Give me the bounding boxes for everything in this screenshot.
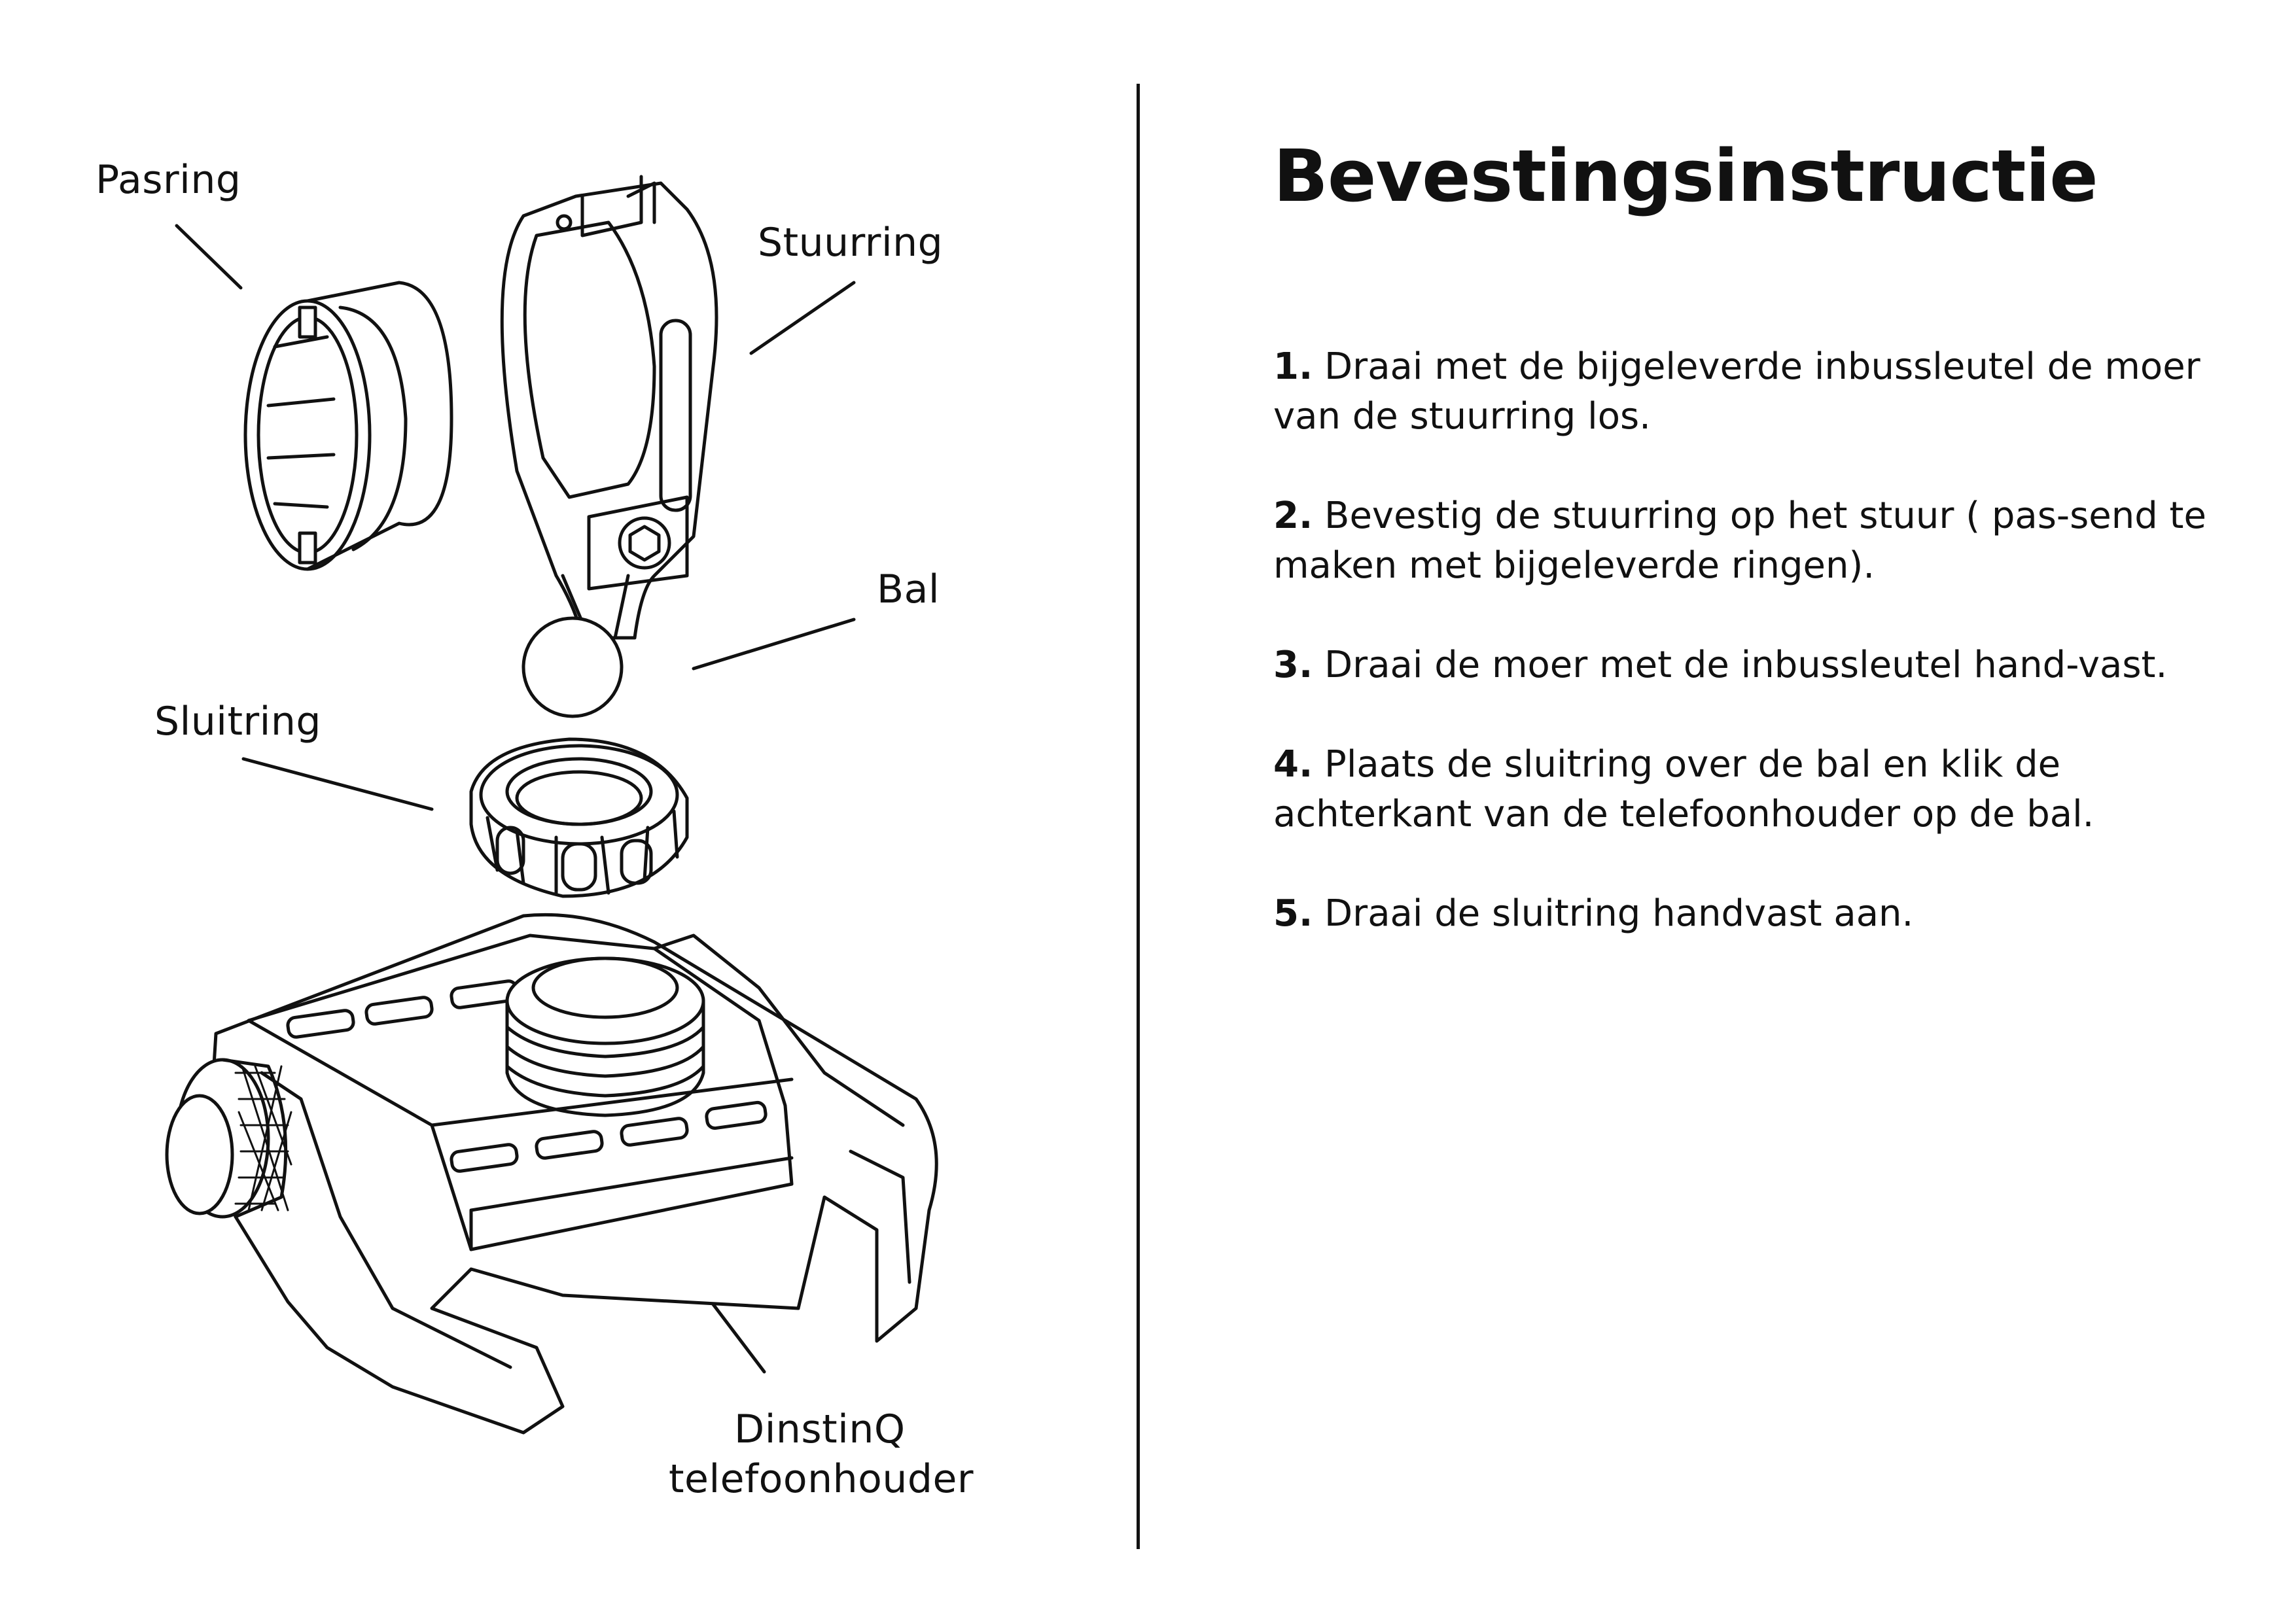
bal-part [521,616,624,718]
vertical-divider [1137,84,1140,1549]
page-title: Bevestingsinstructie [1273,134,2098,218]
exploded-view-drawing [165,175,938,1435]
holder-part [165,913,938,1435]
step-3: 3. Draai de moer met de inbussleutel han… [1273,640,2216,690]
step-4: 4. Plaats de sluitring over de bal en kl… [1273,740,2216,839]
label-holder-line2: telefoonhouder [669,1456,974,1502]
step-text: Plaats de sluitring over de bal en klik … [1273,743,2094,835]
pasring-part [243,281,453,571]
step-1: 1. Draai met de bijgeleverde inbussleute… [1273,342,2216,442]
label-sluitring: Sluitring [154,699,321,744]
step-number: 3. [1273,644,1313,686]
instructions-panel: Bevestingsinstructie 1. Draai met de bij… [1273,134,2216,988]
step-number: 1. [1273,345,1313,388]
label-holder-line1: DinstinQ [734,1406,906,1452]
label-bal: Bal [877,567,940,612]
step-2: 2. Bevestig de stuurring op het stuur ( … [1273,491,2216,591]
step-number: 5. [1273,892,1313,935]
assembly-diagram: Pasring Stuurring Bal Sluitring DinstinQ… [0,0,1139,1623]
step-text: Bevestig de stuurring op het stuur ( pas… [1273,495,2206,587]
step-text: Draai de sluitring handvast aan. [1313,892,1914,935]
stuurring-part [500,175,718,640]
step-text: Draai de moer met de inbussleutel hand-v… [1313,644,2168,686]
sluitring-part [469,737,689,898]
step-number: 4. [1273,743,1313,786]
step-text: Draai met de bijgeleverde inbussleutel d… [1273,345,2200,438]
step-number: 2. [1273,495,1313,537]
label-pasring: Pasring [96,157,241,203]
step-5: 5. Draai de sluitring handvast aan. [1273,889,2216,939]
label-stuurring: Stuurring [758,220,944,266]
